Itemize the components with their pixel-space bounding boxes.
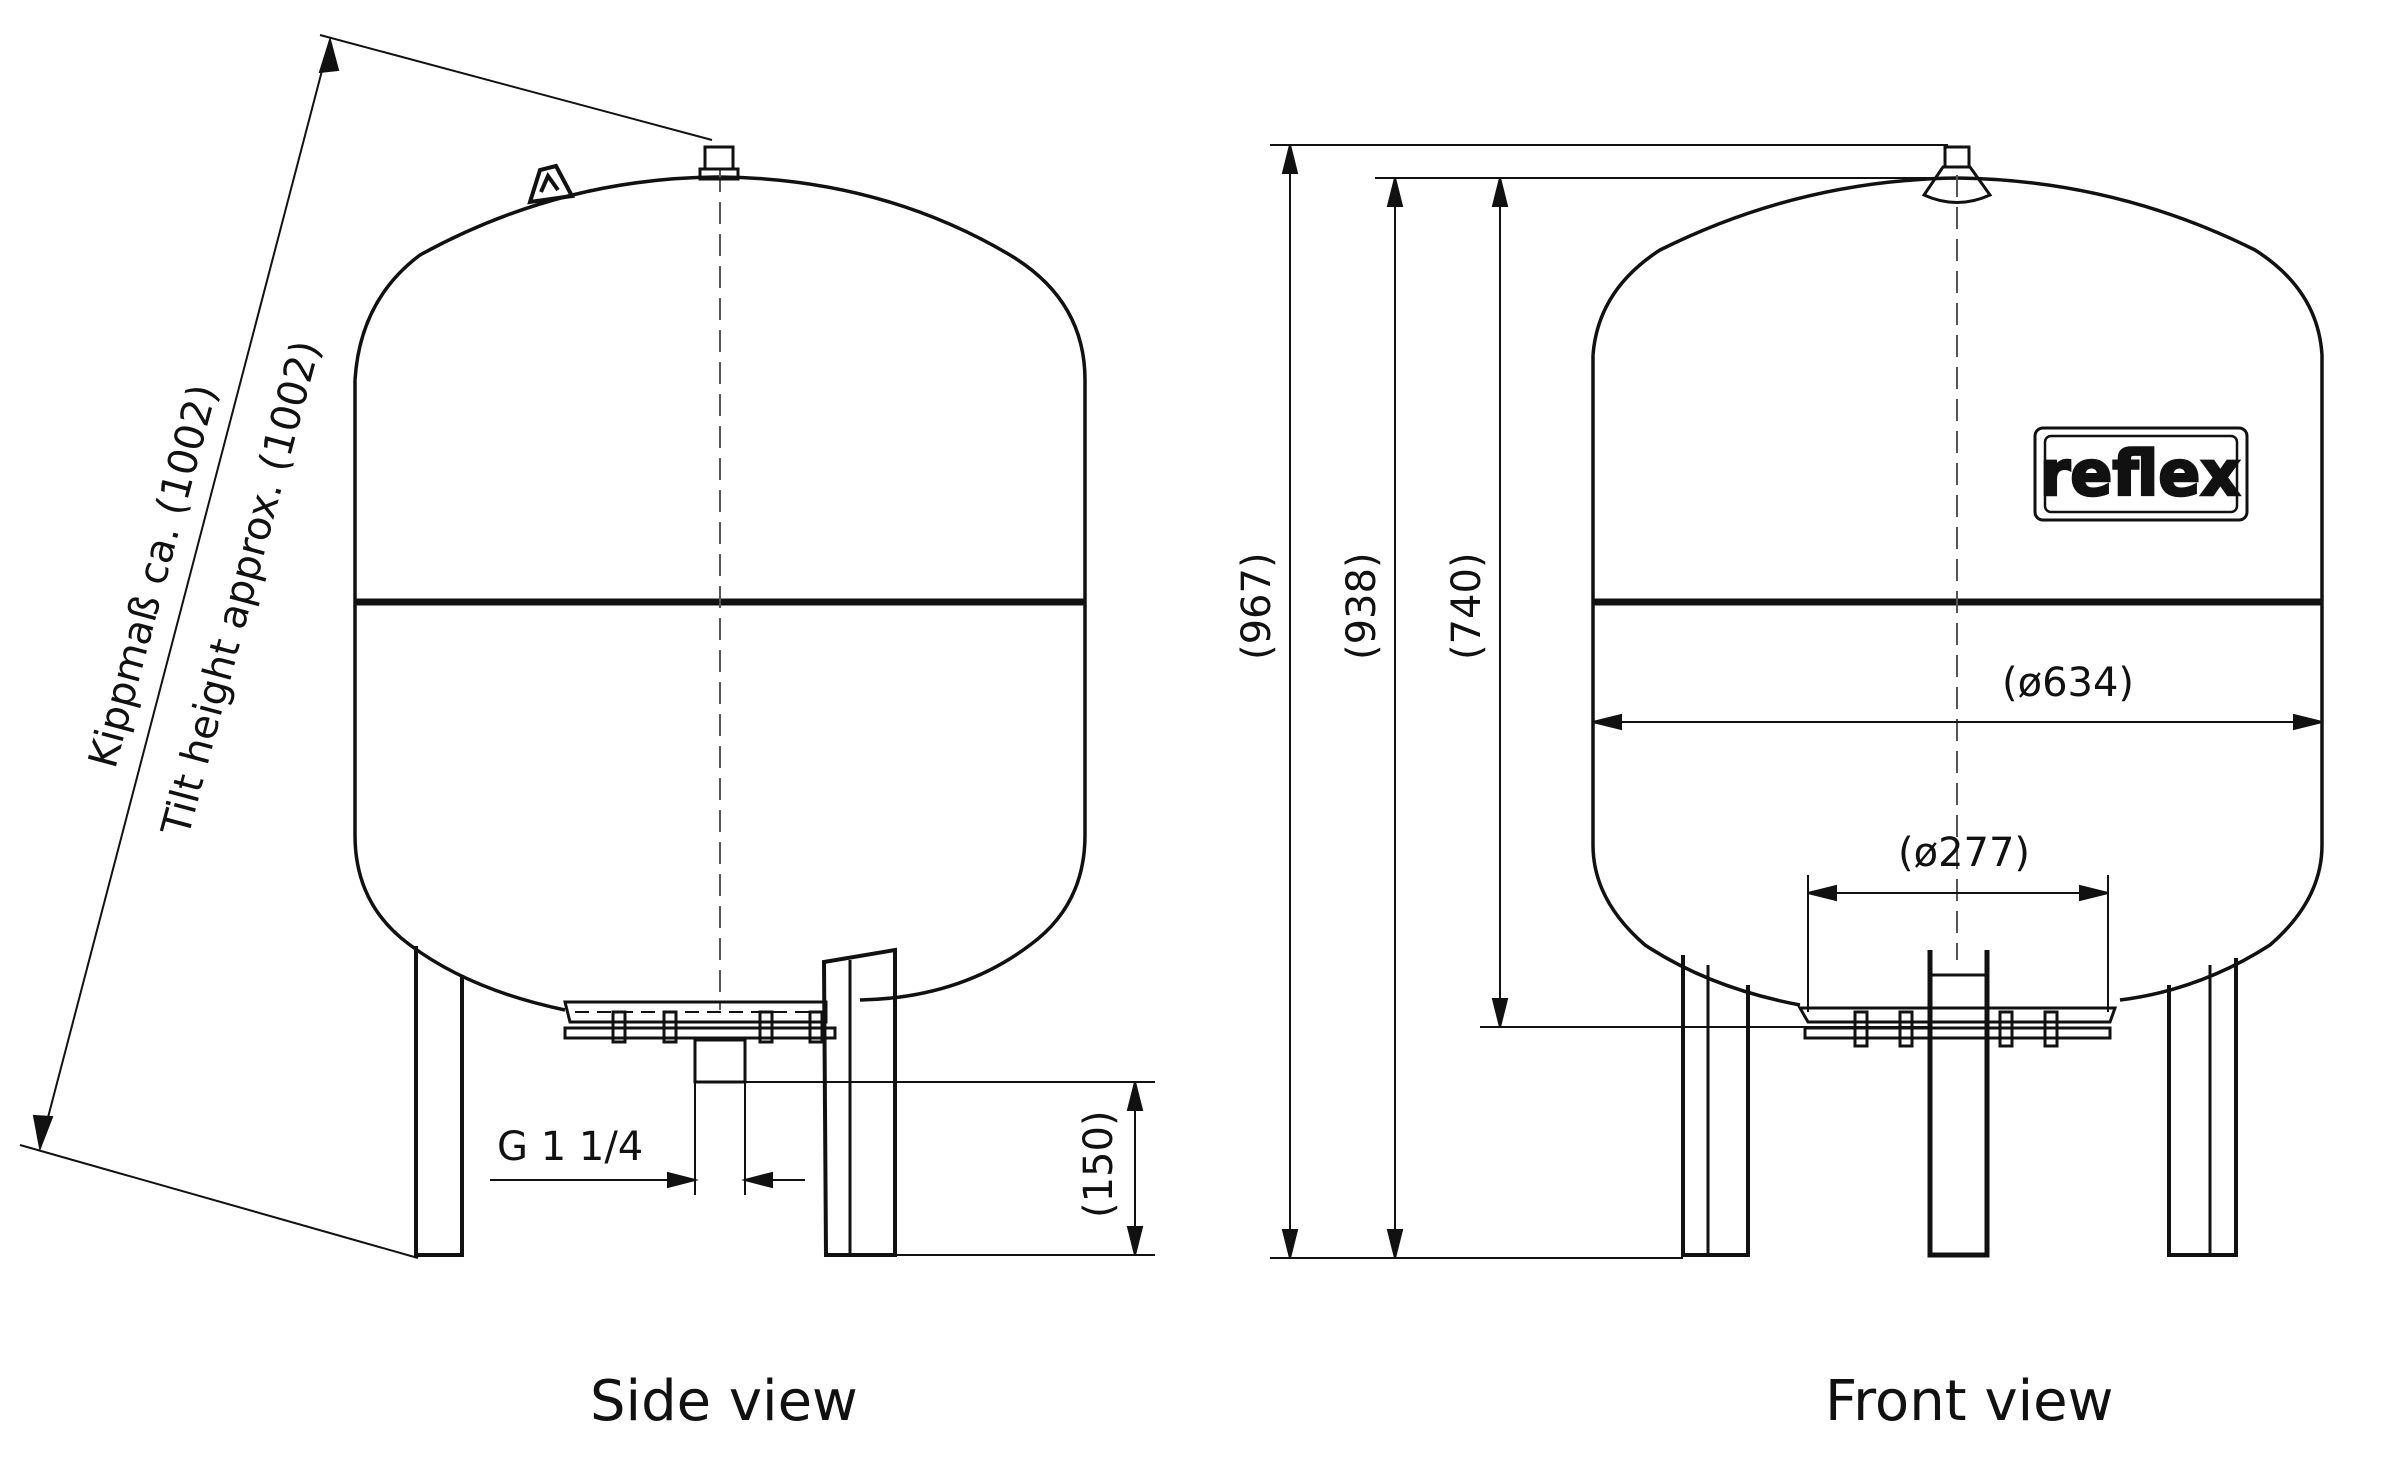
front-leg-center (1927, 950, 1990, 1258)
front-leg-left (1681, 955, 1750, 1257)
side-handle (527, 163, 576, 205)
diameter-label: (ø634) (2002, 660, 2134, 706)
foot-height-label: (150) (1076, 1110, 1122, 1218)
front-top-valve (1943, 145, 1971, 169)
connection-dimension (490, 1082, 805, 1195)
front-leg-right (2167, 958, 2238, 1257)
side-vessel-body (353, 175, 1087, 1012)
tilt-dimension (19, 34, 713, 1259)
diameter-dimensions (1592, 713, 2323, 1012)
side-leg-right (821, 947, 897, 1257)
brand-logo-text: reflex (2040, 437, 2241, 510)
base-diameter-label: (ø277) (1898, 830, 2030, 876)
height-flange-label: (740) (1444, 552, 1490, 660)
height-total-label: (967) (1234, 552, 1280, 660)
height-connection-label: (938) (1339, 552, 1385, 660)
side-connection-pipe (693, 1038, 747, 1084)
side-view-caption: Side view (590, 1369, 858, 1434)
brand-plate (2033, 426, 2249, 522)
front-view-caption: Front view (1825, 1369, 2113, 1434)
connection-label: G 1 1/4 (497, 1124, 643, 1170)
side-top-valve (703, 145, 735, 171)
side-view (19, 34, 1155, 1259)
foot-height-dimension (745, 1081, 1155, 1256)
front-base-flange (1797, 1006, 2118, 1024)
front-view (1270, 144, 2324, 1259)
height-dimensions (1270, 144, 1948, 1259)
side-leg-left (414, 946, 464, 1257)
